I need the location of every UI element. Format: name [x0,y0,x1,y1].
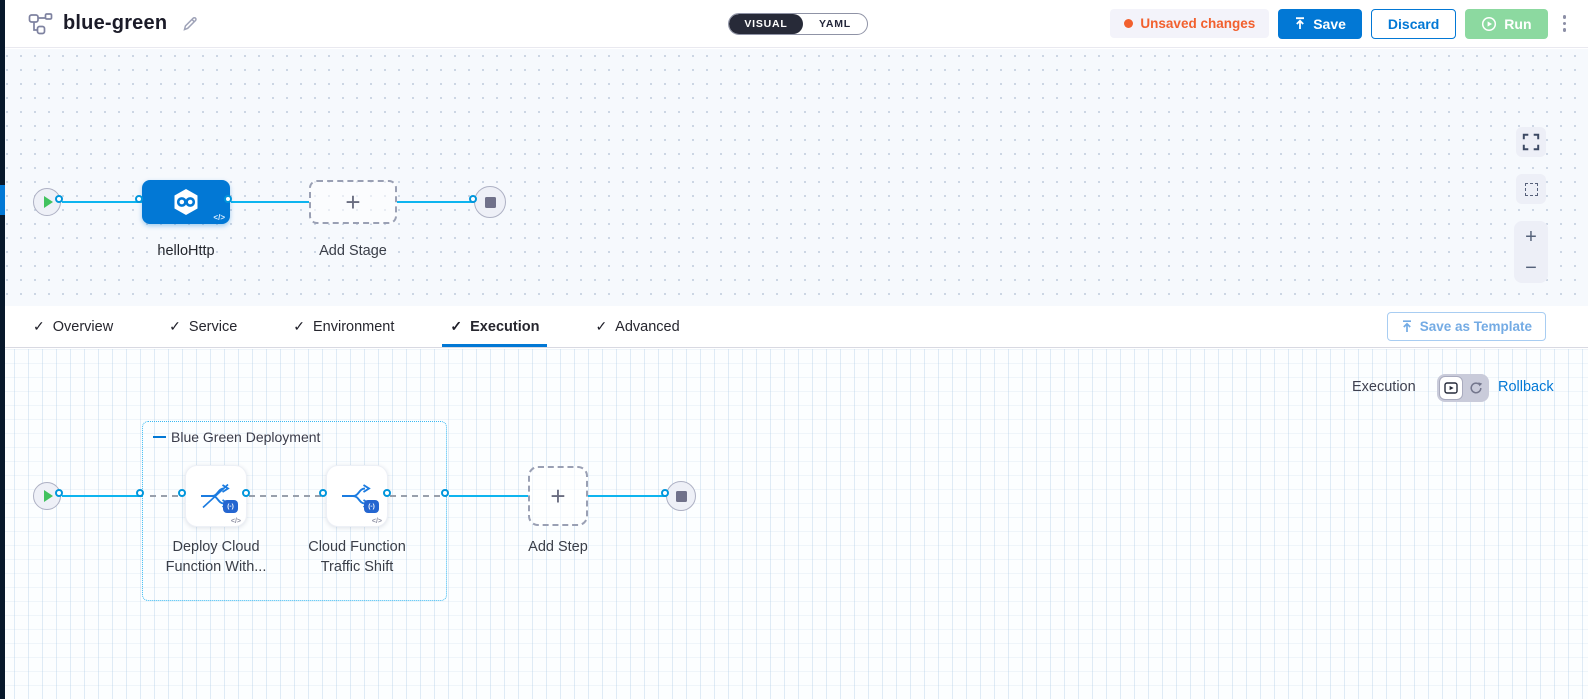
stage-type-icon [170,186,202,218]
stop-icon [675,490,687,502]
template-upload-icon [1401,320,1413,333]
connector-line [449,495,528,497]
execution-rollback-toggle[interactable] [1437,374,1489,402]
node-port [469,195,477,203]
node-port [135,195,143,203]
multi-select-button[interactable] [1516,174,1546,204]
rollback-view-icon[interactable] [1463,381,1489,395]
node-port [55,195,63,203]
connector-line [62,495,143,497]
stage-node-hellohttp[interactable]: </> [142,180,230,224]
function-badge-icon: (-) [364,500,379,513]
left-edge-highlight [0,185,5,215]
check-icon: ✓ [293,318,305,334]
node-port [242,489,250,497]
unsaved-label: Unsaved changes [1140,16,1256,31]
zoom-controls: + − [1514,221,1548,283]
unsaved-changes-badge: Unsaved changes [1110,9,1270,38]
stage-name-label: helloHttp [157,243,215,259]
node-port [55,489,63,497]
pipeline-icon [28,12,53,35]
step-group-blue-green [142,421,447,601]
toggle-yaml[interactable]: YAML [819,18,851,30]
unsaved-dot-icon [1124,19,1134,28]
tab-service[interactable]: ✓ Service [169,318,238,335]
upload-icon [1294,17,1306,30]
toggle-visual[interactable]: VISUAL [729,14,803,34]
add-step-label: Add Step [528,539,588,555]
check-icon: ✓ [595,318,608,334]
step-cloud-function-traffic-shift[interactable]: (-) </> [326,465,388,527]
tab-execution[interactable]: ✓ Execution [442,306,548,347]
tab-advanced[interactable]: ✓ Advanced [595,318,680,335]
save-button[interactable]: Save [1278,8,1362,39]
node-port [441,489,449,497]
execution-start-node [33,482,61,510]
function-badge-icon: (-) [223,500,238,513]
stage-tabbar: ✓ Overview ✓ Service ✓ Environment ✓ Exe… [0,306,1588,348]
edit-title-icon[interactable] [181,15,199,33]
node-port [661,489,669,497]
connector-line-dashed [390,495,447,497]
discard-button[interactable]: Discard [1370,8,1457,39]
node-port [178,489,186,497]
marquee-icon [1524,182,1538,196]
step-group-header[interactable]: Blue Green Deployment [153,429,320,445]
step-label: Deploy Cloud Function With... [165,539,267,575]
zoom-out-button[interactable]: − [1525,256,1537,279]
execution-mode-label: Execution [1352,379,1416,395]
connector-line-dashed [249,495,324,497]
save-as-template-button[interactable]: Save as Template [1386,312,1546,341]
header: blue-green VISUAL YAML Unsaved changes S… [0,0,1588,48]
add-stage-button[interactable]: + [309,180,397,224]
check-icon: ✓ [33,318,45,334]
left-edge-strip [0,0,5,699]
tab-overview[interactable]: ✓ Overview [33,318,114,335]
step-deploy-cloud-function[interactable]: (-) </> [185,465,247,527]
play-icon [44,196,53,208]
code-icon: </> [371,518,382,525]
execution-view-icon[interactable] [1439,376,1463,400]
zoom-in-button[interactable]: + [1525,225,1537,248]
code-icon: </> [213,213,225,222]
step-group-label: Blue Green Deployment [171,429,321,445]
page-title: blue-green [63,12,168,34]
node-port [224,195,232,203]
connector-line [62,201,142,203]
stop-icon [484,196,496,208]
check-icon: ✓ [169,318,181,334]
step-label: Cloud Function Traffic Shift [308,539,406,575]
node-port [136,489,144,497]
collapse-icon [153,435,166,439]
header-menu-icon[interactable] [1557,11,1573,36]
fullscreen-button[interactable] [1516,127,1546,157]
plus-icon: + [345,186,361,217]
execution-end-node [666,481,696,511]
node-port [383,489,391,497]
pipeline-end-node [474,186,506,218]
connector-line-dashed [150,495,183,497]
play-icon [44,490,53,502]
execution-canvas[interactable]: Execution Rollback Blue Green Deployment [0,349,1588,699]
run-play-icon [1481,16,1497,32]
add-step-button[interactable]: + [528,466,588,526]
node-port [319,489,327,497]
connector-line [397,201,476,203]
run-button[interactable]: Run [1465,8,1548,39]
visual-yaml-toggle: VISUAL YAML [728,13,868,35]
plus-icon: + [550,480,566,511]
rollback-link[interactable]: Rollback [1498,379,1554,395]
check-icon: ✓ [450,318,463,334]
connector-line [231,201,309,203]
connector-line [588,495,668,497]
tab-environment[interactable]: ✓ Environment [293,318,395,335]
code-icon: </> [230,518,241,525]
add-stage-label: Add Stage [319,243,387,259]
stage-canvas[interactable]: </> helloHttp + Add Stage + − [0,49,1588,306]
